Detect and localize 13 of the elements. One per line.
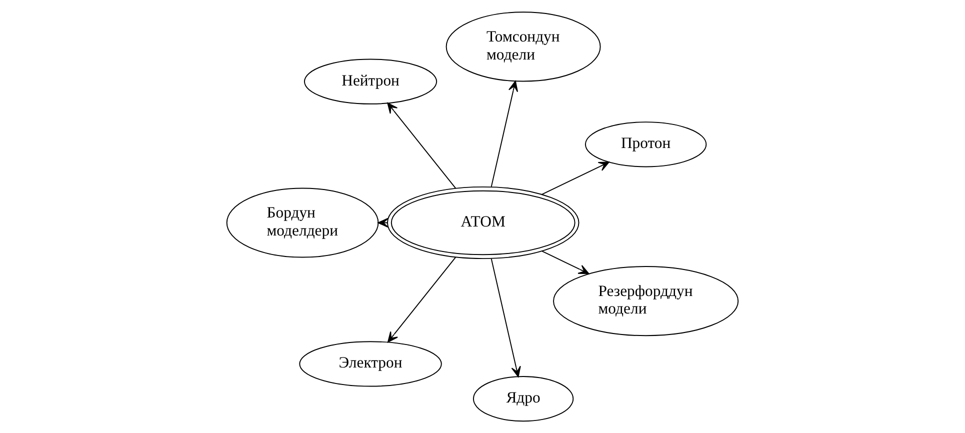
node-ellipse: Томсондун модели: [446, 12, 601, 82]
node-ellipse: Ядро: [472, 376, 574, 422]
node-ellipse: Нейтрон: [304, 58, 438, 104]
arrow: [541, 162, 610, 195]
arrow: [387, 256, 456, 343]
arrow: [490, 258, 521, 378]
arrow: [490, 80, 518, 188]
node-ellipse: Электрон: [299, 341, 442, 387]
arrow: [541, 250, 590, 274]
node-ellipse: Протон: [584, 122, 707, 168]
arrow: [387, 102, 456, 189]
node-ellipse: Резерфорддун модели: [553, 266, 739, 336]
node-ellipse: Бордун моделдери: [226, 188, 379, 258]
